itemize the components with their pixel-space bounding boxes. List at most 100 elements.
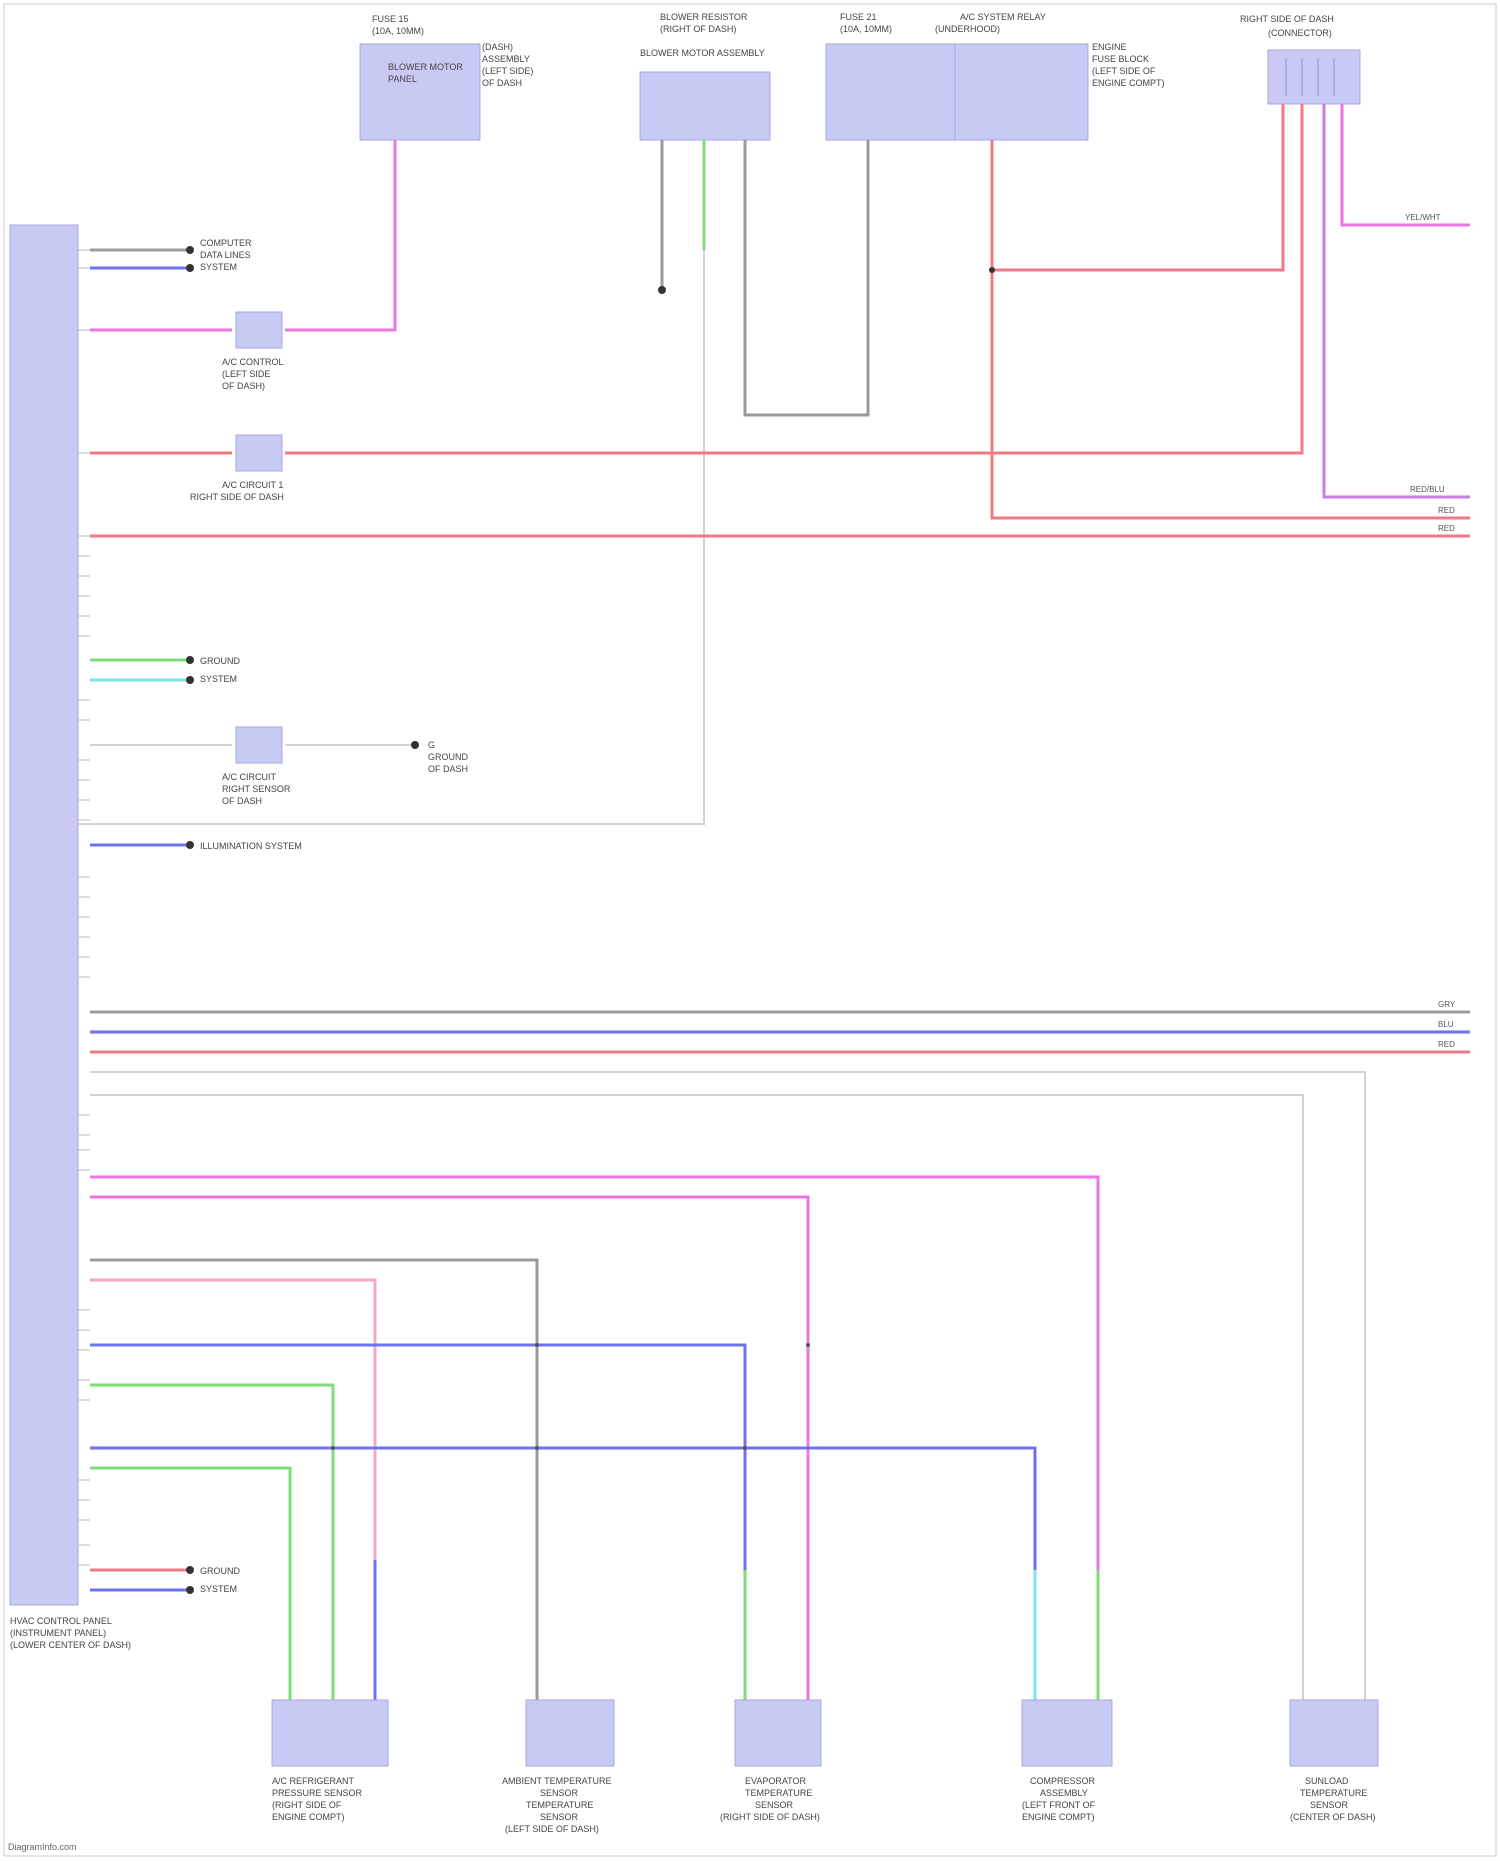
control-module-box — [10, 225, 78, 1605]
dot-ground-c-2 — [186, 1586, 194, 1594]
wire-blower-loop — [745, 140, 868, 415]
dot-ground-a-1 — [186, 656, 194, 664]
fuse-box-1-side-1: (DASH) — [482, 42, 513, 52]
right-connector-label-2: (CONNECTOR) — [1268, 28, 1332, 38]
sensor-wire-tints — [375, 1560, 1098, 1700]
module-wires — [90, 250, 1470, 1700]
right-connector-label-1: RIGHT SIDE OF DASH — [1240, 14, 1334, 24]
ground-a-label-2: SYSTEM — [200, 674, 237, 684]
wire-pressure-green-2 — [90, 1468, 290, 1700]
edge-label-5: GRY — [1438, 1000, 1456, 1009]
dot-data-2 — [186, 264, 194, 272]
inline-connector-c2 — [236, 435, 282, 471]
sunload-label-3: SENSOR — [1310, 1800, 1349, 1810]
ground-b-label-1: G — [428, 740, 435, 750]
dot-data-1 — [186, 246, 194, 254]
c3-label-1: A/C CIRCUIT — [222, 772, 277, 782]
ambient-label-5: (LEFT SIDE OF DASH) — [505, 1824, 599, 1834]
splice-dots — [331, 1343, 810, 1450]
inline-connector-c1 — [236, 312, 282, 348]
evap-sensor-box — [735, 1700, 821, 1766]
top-wires — [78, 104, 1470, 824]
pressure-label-4: ENGINE COMPT) — [272, 1812, 345, 1822]
edge-label-4: RED — [1438, 524, 1455, 533]
dot-ground-b — [411, 741, 419, 749]
wire-relay-red — [992, 140, 1470, 518]
dot-ground-c-1 — [186, 1566, 194, 1574]
c2-label-2: RIGHT SIDE OF DASH — [190, 492, 284, 502]
wire-fuse1-violet — [300, 140, 395, 330]
ground-b-label-2: GROUND — [428, 752, 468, 762]
right-edge-labels: YEL/WHT RED/BLU RED RED GRY BLU RED — [1405, 213, 1456, 1049]
wire-connector-violet — [1324, 104, 1470, 497]
fuse-box-1-inner-1: BLOWER MOTOR — [388, 62, 463, 72]
evap-label-3: SENSOR — [755, 1800, 794, 1810]
splice-dot-relay — [989, 267, 995, 273]
edge-label-6: BLU — [1438, 1020, 1454, 1029]
fuse-box-1-label-2: (10A, 10MM) — [372, 26, 424, 36]
wire-ambient-gray — [90, 1260, 537, 1700]
fuse-box-2-label-1: FUSE 21 — [840, 12, 877, 22]
relay-side-1: ENGINE — [1092, 42, 1127, 52]
ambient-label-2: SENSOR — [540, 1788, 579, 1798]
side-connections: COMPUTER DATA LINES SYSTEM GROUND SYSTEM… — [186, 238, 468, 1594]
relay-side-3: (LEFT SIDE OF — [1092, 66, 1156, 76]
sunload-label-1: SUNLOAD — [1305, 1776, 1349, 1786]
sunload-label-4: (CENTER OF DASH) — [1290, 1812, 1376, 1822]
blower-resistor-box — [640, 72, 770, 140]
c2-label-1: A/C CIRCUIT 1 — [222, 480, 283, 490]
wire-sunload-2 — [90, 1095, 1303, 1700]
pressure-label-1: A/C REFRIGERANT — [272, 1776, 355, 1786]
data-link-label-1: COMPUTER — [200, 238, 252, 248]
fuse-box-2-label-2: (10A, 10MM) — [840, 24, 892, 34]
inline-connector-c3 — [236, 727, 282, 763]
ground-b-label-3: OF DASH — [428, 764, 468, 774]
c1-label-3: OF DASH) — [222, 381, 265, 391]
control-module-label-1: HVAC CONTROL PANEL — [10, 1616, 112, 1626]
blower-label-2: (RIGHT OF DASH) — [660, 24, 736, 34]
ambient-label-4: SENSOR — [540, 1812, 579, 1822]
relay-label-1: A/C SYSTEM RELAY — [960, 12, 1046, 22]
control-module-label-3: (LOWER CENTER OF DASH) — [10, 1640, 131, 1650]
blower-label-1: BLOWER RESISTOR — [660, 12, 748, 22]
ambient-label-3: TEMPERATURE — [526, 1800, 593, 1810]
sunload-label-2: TEMPERATURE — [1300, 1788, 1367, 1798]
control-module-label-2: (INSTRUMENT PANEL) — [10, 1628, 106, 1638]
control-module-label: HVAC CONTROL PANEL (INSTRUMENT PANEL) (L… — [10, 1616, 131, 1650]
blower-label-3: BLOWER MOTOR ASSEMBLY — [640, 48, 765, 58]
sunload-sensor-box — [1290, 1700, 1378, 1766]
ground-c-label-1: GROUND — [200, 1566, 240, 1576]
edge-label-1: YEL/WHT — [1405, 213, 1441, 222]
compressor-label-4: ENGINE COMPT) — [1022, 1812, 1095, 1822]
edge-label-2: RED/BLU — [1410, 485, 1445, 494]
wire-compressor-pink — [90, 1177, 1098, 1700]
ambient-sensor-box — [526, 1700, 614, 1766]
wire-connector-pink — [1342, 104, 1470, 225]
edge-label-7: RED — [1438, 1040, 1455, 1049]
footer-credit: DiagramInfo.com — [8, 1842, 77, 1852]
evap-label-1: EVAPORATOR — [745, 1776, 807, 1786]
c3-label-3: OF DASH — [222, 796, 262, 806]
dot-ground-a-2 — [186, 676, 194, 684]
pressure-label-3: (RIGHT SIDE OF — [272, 1800, 342, 1810]
fuse-box-1-side-2: ASSEMBLY — [482, 54, 530, 64]
bottom-components: A/C REFRIGERANT PRESSURE SENSOR (RIGHT S… — [272, 1700, 1378, 1834]
fuse-box-1 — [360, 44, 480, 140]
fuse-box-1-label-1: FUSE 15 — [372, 14, 409, 24]
inline-connectors: A/C CONTROL (LEFT SIDE OF DASH) A/C CIRC… — [190, 312, 291, 806]
ambient-label-1: AMBIENT TEMPERATURE — [502, 1776, 612, 1786]
edge-label-3: RED — [1438, 506, 1455, 515]
pressure-label-2: PRESSURE SENSOR — [272, 1788, 363, 1798]
relay-side-2: FUSE BLOCK — [1092, 54, 1149, 64]
evap-label-4: (RIGHT SIDE OF DASH) — [720, 1812, 820, 1822]
module-pin-ticks — [78, 250, 90, 1565]
c1-label-2: (LEFT SIDE — [222, 369, 270, 379]
c1-label-1: A/C CONTROL — [222, 357, 284, 367]
compressor-box — [1022, 1700, 1112, 1766]
wire-pressure-green-1 — [90, 1385, 333, 1700]
compressor-label-2: ASSEMBLY — [1040, 1788, 1088, 1798]
relay-side-4: ENGINE COMPT) — [1092, 78, 1165, 88]
c3-label-2: RIGHT SENSOR — [222, 784, 291, 794]
compressor-label-3: (LEFT FRONT OF — [1022, 1800, 1096, 1810]
